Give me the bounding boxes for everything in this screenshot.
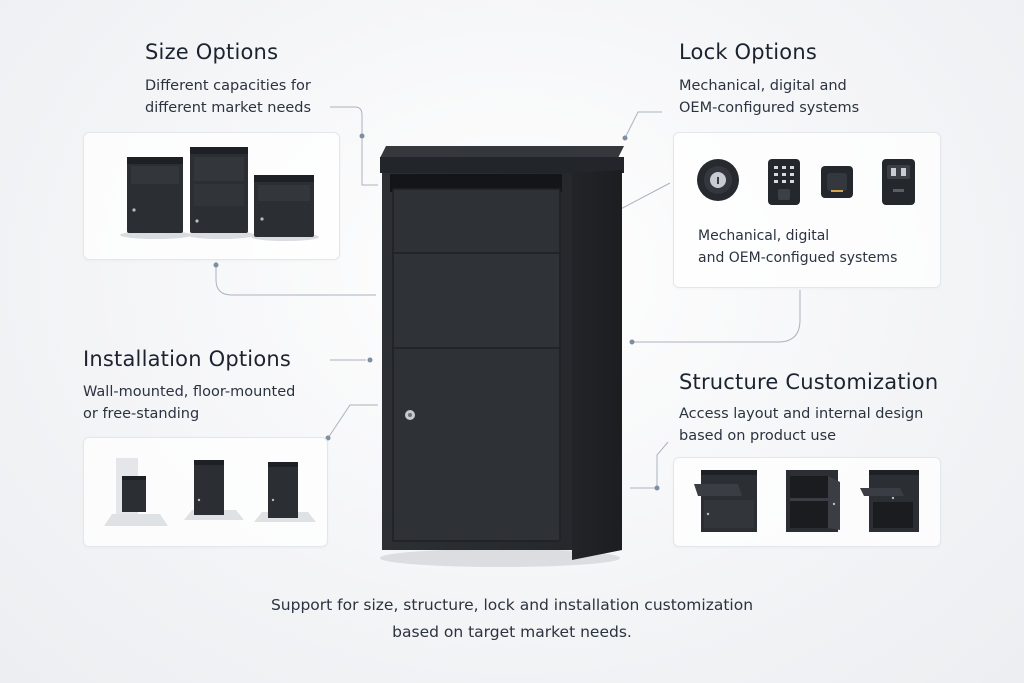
installation-desc-line-2: or free-standing xyxy=(83,406,200,422)
tall-mailbox-icon xyxy=(187,147,255,239)
fingerprint-lock-icon xyxy=(821,166,853,198)
lock-desc-line-2: OEM-configured systems xyxy=(679,100,860,116)
parcel-box-middle-panel xyxy=(392,252,561,358)
keyed-deadbolt-icon xyxy=(697,159,739,201)
size-desc-line-2: different market needs xyxy=(145,100,312,116)
size-options-description: Different capacities for different marke… xyxy=(145,75,311,119)
installation-options-description: Wall-mounted, floor-mounted or free-stan… xyxy=(83,381,295,425)
structure-desc-line-2: based on product use xyxy=(679,428,837,444)
parcel-box-lower-door xyxy=(392,347,561,542)
structure-variants-illustration xyxy=(694,470,919,532)
lock-options-description: Mechanical, digital and OEM-configured s… xyxy=(679,75,859,119)
parcel-box-drop-flap xyxy=(392,188,561,258)
lock-card-caption: Mechanical, digital and OEM-configued sy… xyxy=(698,225,897,269)
drop-slot-layout-icon xyxy=(694,470,757,532)
footer-summary: Support for size, structure, lock and in… xyxy=(0,592,1024,646)
installation-options-heading: Installation Options xyxy=(83,347,292,371)
floor-mounted-icon xyxy=(184,460,244,520)
lock-caption-line-1: Mechanical, digital xyxy=(698,228,830,244)
parcel-box-keyhole-icon xyxy=(405,410,415,420)
installation-variants-illustration xyxy=(104,458,316,526)
parcel-box-top-lid xyxy=(380,146,624,173)
structure-customization-heading: Structure Customization xyxy=(679,370,939,394)
digital-display-lock-icon xyxy=(882,159,915,205)
open-shelf-layout-icon xyxy=(786,470,840,532)
structure-desc-line-1: Access layout and internal design xyxy=(679,406,924,422)
wall-mounted-icon xyxy=(104,458,168,526)
size-options-card xyxy=(83,132,340,260)
small-mailbox-icon xyxy=(120,157,192,239)
footer-line-2: based on target market needs. xyxy=(392,623,632,641)
medium-mailbox-icon xyxy=(251,175,319,241)
lock-variants-illustration xyxy=(697,159,915,205)
lock-options-card: Mechanical, digital and OEM-configued sy… xyxy=(673,132,941,288)
size-desc-line-1: Different capacities for xyxy=(145,78,311,94)
lock-options-heading: Lock Options xyxy=(679,40,817,64)
lock-desc-line-1: Mechanical, digital and xyxy=(679,78,847,94)
size-variants-illustration xyxy=(120,147,319,241)
footer-line-1: Support for size, structure, lock and in… xyxy=(270,596,754,614)
structure-customization-card xyxy=(673,457,941,547)
lock-caption-line-2: and OEM-configued systems xyxy=(698,250,898,266)
keypad-lock-icon xyxy=(768,159,800,205)
drawer-layout-icon xyxy=(860,470,919,532)
structure-customization-description: Access layout and internal design based … xyxy=(679,403,923,447)
installation-desc-line-1: Wall-mounted, floor-mounted xyxy=(83,384,296,400)
parcel-box-product-image xyxy=(380,146,624,567)
installation-options-card xyxy=(83,437,328,547)
size-options-heading: Size Options xyxy=(145,40,279,64)
free-standing-icon xyxy=(254,462,316,522)
